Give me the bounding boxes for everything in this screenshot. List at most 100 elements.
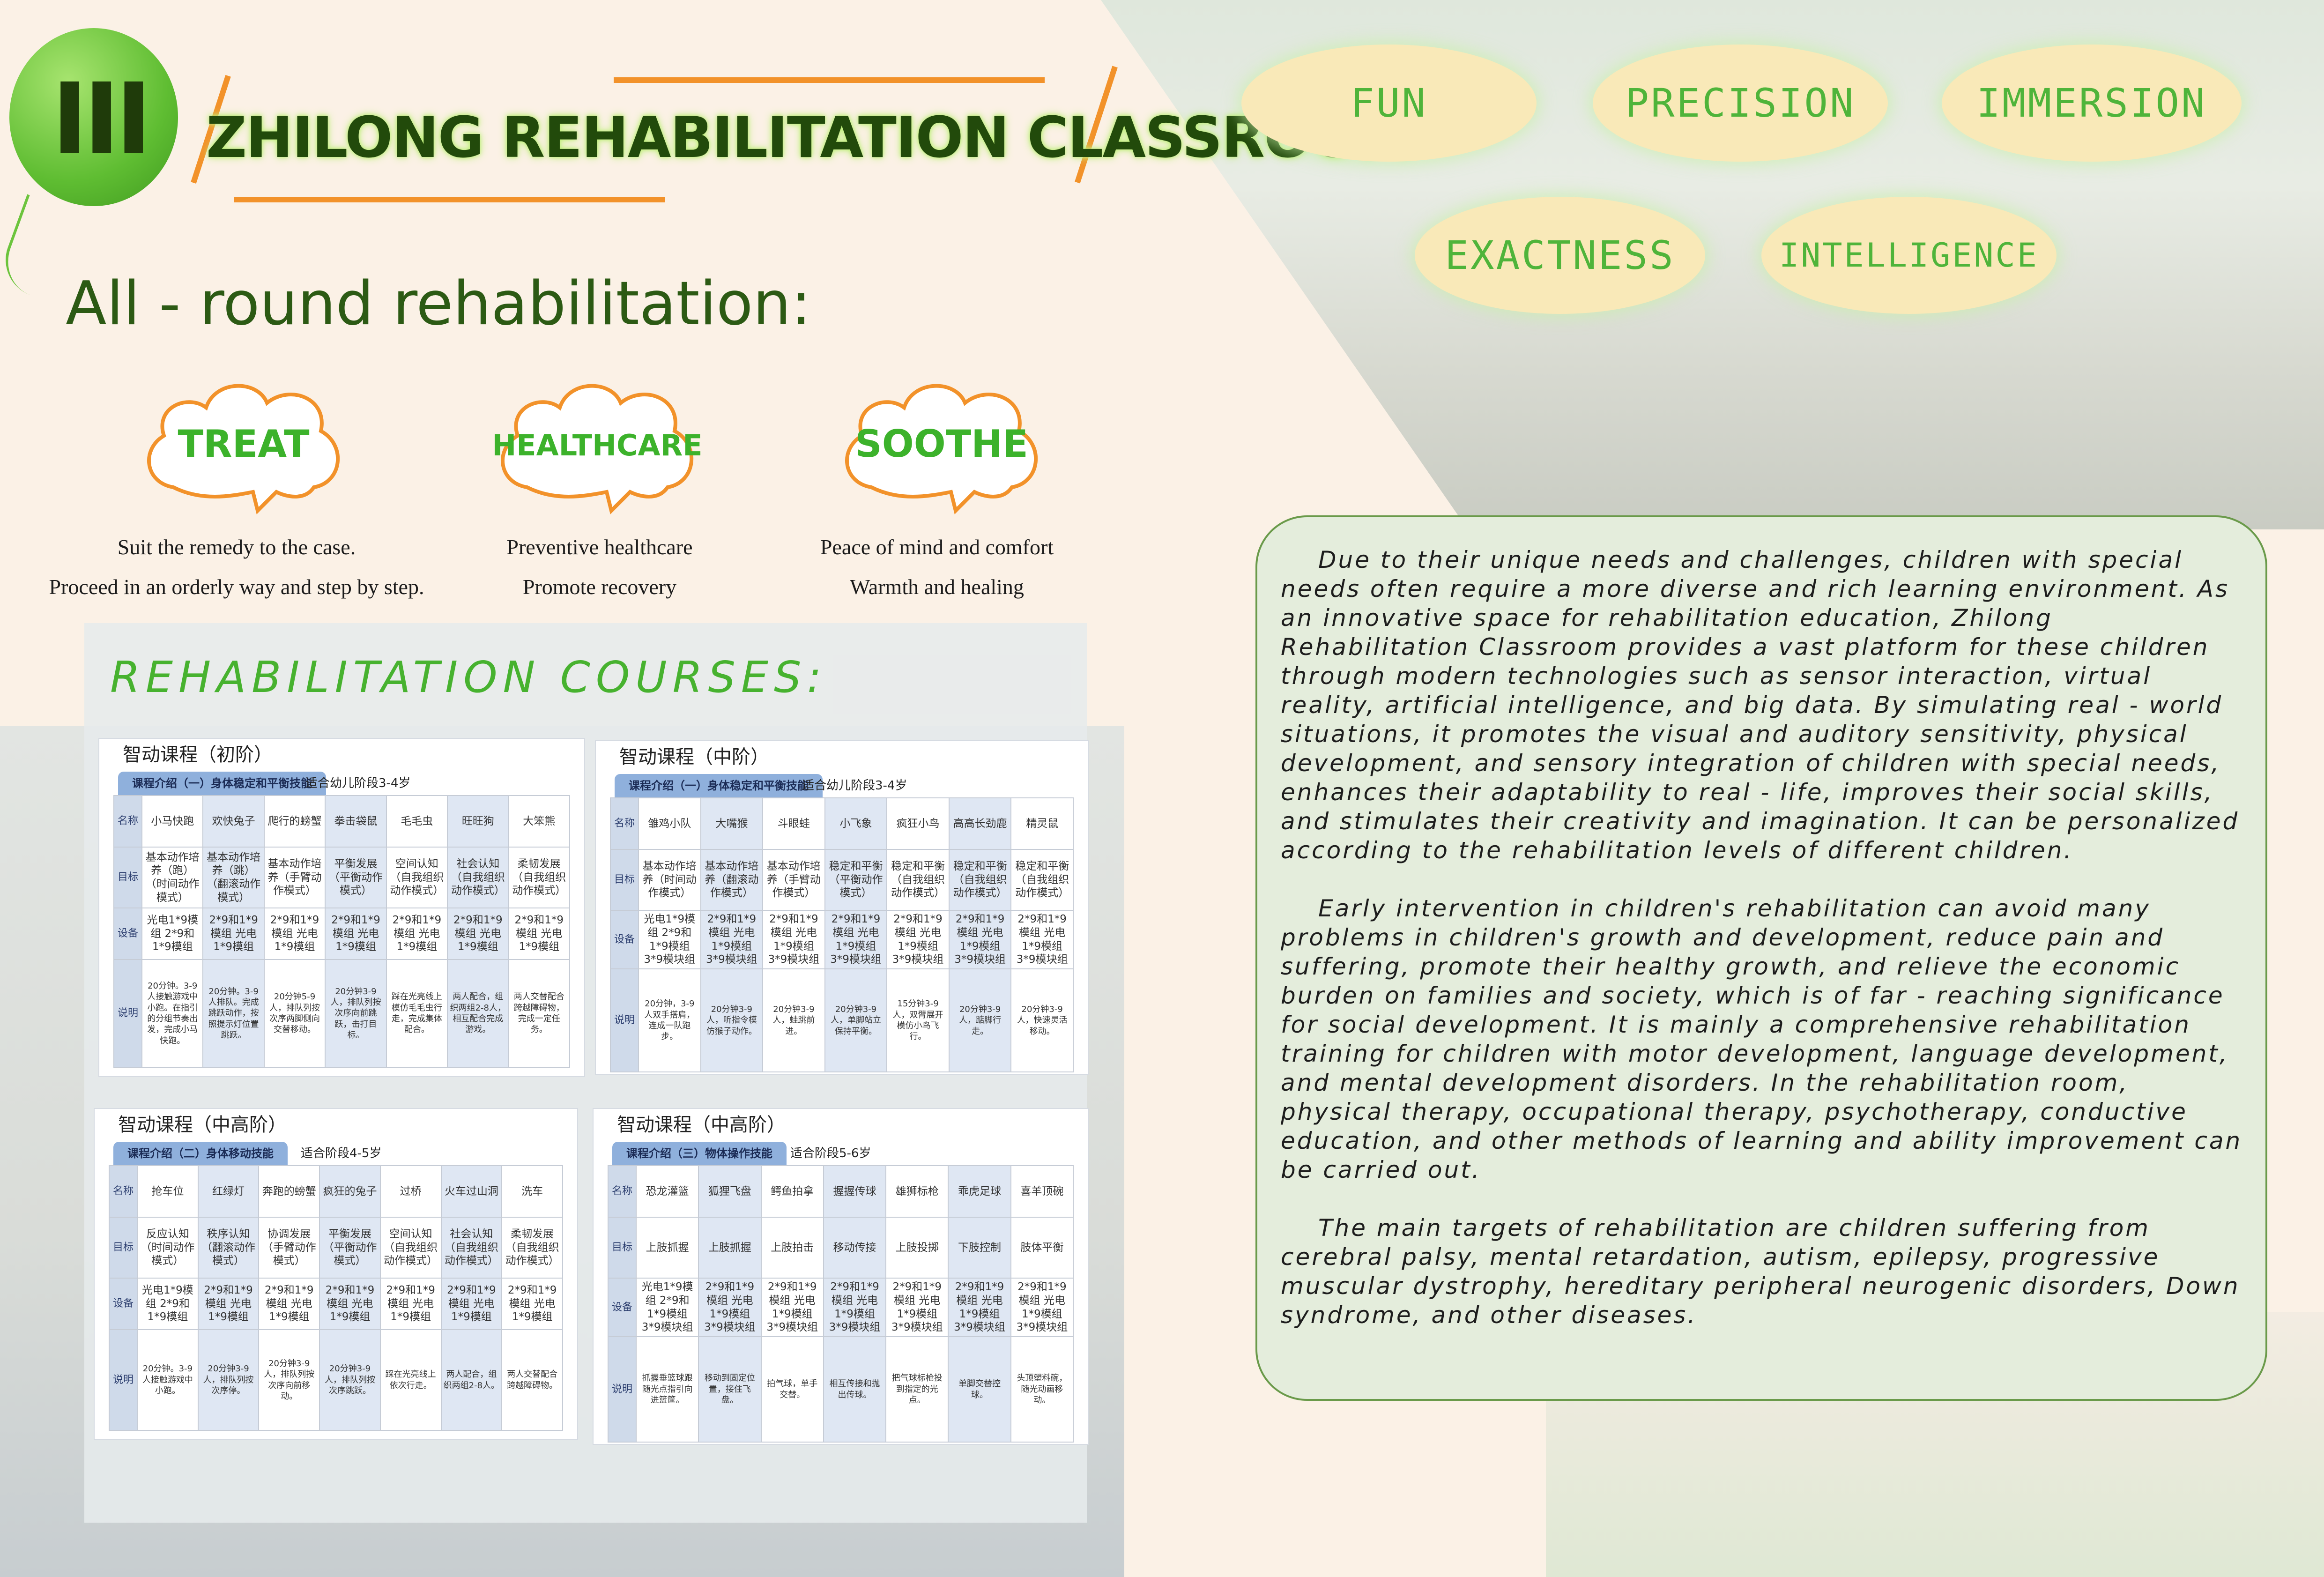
table-cell: 大笨熊 xyxy=(508,795,571,848)
table-cell: 欢快兔子 xyxy=(202,795,265,848)
feature-cloud-healthcare: HEALTHCARE xyxy=(490,370,705,520)
table-cell: 平衡发展（平衡动作模式） xyxy=(325,847,387,908)
table-cell: 2*9和1*9模组 光电1*9模组 xyxy=(386,908,448,960)
row-label: 设备 xyxy=(610,910,639,969)
row-label: 说明 xyxy=(109,1329,138,1431)
keyword-fun: FUN xyxy=(1241,45,1537,162)
feature-caption-treat-2: Proceed in an orderly way and step by st… xyxy=(49,575,424,599)
table-cell: 社会认知（自我组织动作模式） xyxy=(440,1217,503,1279)
table-cell: 毛毛虫 xyxy=(386,795,448,848)
table-cell: 柔韧发展（自我组织动作模式） xyxy=(508,847,571,908)
table-cell: 20分钟3-9人，排队列按次序向前移动。 xyxy=(258,1329,320,1431)
page-subtitle: All - round rehabilitation: xyxy=(66,269,811,339)
table-cell: 协调发展（手臂动作模式） xyxy=(258,1217,320,1279)
table-cell: 2*9和1*9模组 光电1*9模组 xyxy=(440,1278,503,1330)
table-cell: 15分钟3-9人，双臂展开模仿小鸟飞行。 xyxy=(886,968,950,1072)
row-label: 目标 xyxy=(608,1217,637,1279)
row-label: 说明 xyxy=(610,968,639,1072)
table-cell: 基本动作培养（时间动作模式） xyxy=(638,849,701,911)
table-cell: 2*9和1*9模组 光电1*9模组 xyxy=(501,1278,563,1330)
table-row: 名称抢车位红绿灯奔跑的螃蟹疯狂的兔子过桥火车过山洞洗车 xyxy=(109,1165,563,1218)
section-number: III xyxy=(52,62,152,177)
table-cell: 基本动作培养（跳）（翻滚动作模式） xyxy=(202,847,265,908)
row-label: 设备 xyxy=(109,1278,138,1330)
table-cell: 稳定和平衡（自我组织动作模式） xyxy=(1010,849,1074,911)
table-cell: 柔韧发展（自我组织动作模式） xyxy=(501,1217,563,1279)
feature-cloud-soothe: SOOTHE xyxy=(834,370,1049,520)
table-cell: 2*9和1*9模组 光电1*9模组 3*9模块组 xyxy=(948,910,1012,969)
description-paragraph-2: Early intervention in children's rehabil… xyxy=(1281,895,2242,1183)
table-cell: 相互传接和抛出传球。 xyxy=(823,1336,887,1443)
description-paragraph-3: The main targets of rehabilitation are c… xyxy=(1281,1214,2240,1329)
table-cell: 20分钟3-9人，排队列按次序向前跳跃，击打目标。 xyxy=(325,959,387,1068)
table-cell: 2*9和1*9模组 光电1*9模组 3*9模块组 xyxy=(886,910,950,969)
course-card: 智动课程（初阶） 课程介绍（一）身体稳定和平衡技能 适合幼儿阶段3-4岁名称小马… xyxy=(98,738,585,1077)
description-paragraph-1: Due to their unique needs and challenges… xyxy=(1281,546,2240,864)
table-cell: 2*9和1*9模组 光电1*9模组 3*9模块组 xyxy=(760,1278,824,1337)
table-cell: 2*9和1*9模组 光电1*9模组 xyxy=(197,1278,260,1330)
table-cell: 2*9和1*9模组 光电1*9模组 3*9模块组 xyxy=(698,1278,762,1337)
table-cell: 洗车 xyxy=(501,1165,563,1218)
row-label: 名称 xyxy=(113,795,142,848)
table-cell: 红绿灯 xyxy=(197,1165,260,1218)
table-cell: 恐龙灌篮 xyxy=(635,1165,699,1218)
course-card-tag: 课程介绍（三）物体操作技能 xyxy=(612,1142,787,1165)
table-cell: 斗眼蛙 xyxy=(762,797,825,850)
table-cell: 稳定和平衡（平衡动作模式） xyxy=(824,849,888,911)
course-card: 智动课程（中阶） 课程介绍（一）身体稳定和平衡技能 适合幼儿阶段3-4岁名称雏鸡… xyxy=(595,740,1089,1075)
table-cell: 2*9和1*9模组 光电1*9模组 3*9模块组 xyxy=(823,1278,887,1337)
course-card-age: 适合幼儿阶段3-4岁 xyxy=(305,776,411,790)
table-cell: 小马快跑 xyxy=(141,795,204,848)
table-cell: 20分钟。3-9人排队。完成跳跃动作，按照提示灯位置跳跃。 xyxy=(202,959,265,1068)
table-cell: 旺旺狗 xyxy=(447,795,509,848)
table-cell: 下肢控制 xyxy=(948,1217,1011,1279)
table-cell: 移动传接 xyxy=(823,1217,887,1279)
table-cell: 稳定和平衡（自我组织动作模式） xyxy=(948,849,1012,911)
table-cell: 2*9和1*9模组 光电1*9模组 3*9模块组 xyxy=(1010,910,1074,969)
table-cell: 高高长劲鹿 xyxy=(948,797,1012,850)
table-cell: 秩序认知（翻滚动作模式） xyxy=(197,1217,260,1279)
table-cell: 2*9和1*9模组 光电1*9模组 3*9模块组 xyxy=(1010,1278,1074,1337)
table-cell: 20分钟3-9人，蛙跳前进。 xyxy=(762,968,825,1072)
table-cell: 20分钟3-9人，踮脚行走。 xyxy=(948,968,1012,1072)
table-cell: 20分钟5-9人，排队列按次序两脚侧向交替移动。 xyxy=(263,959,326,1068)
table-cell: 空间认知（自我组织动作模式） xyxy=(386,847,448,908)
table-cell: 拍气球，单手交替。 xyxy=(760,1336,824,1443)
row-label: 名称 xyxy=(109,1165,138,1218)
table-cell: 移动到固定位置，接住飞盘。 xyxy=(698,1336,762,1443)
course-card-age: 适合阶段5-6岁 xyxy=(790,1146,871,1160)
feature-label: TREAT xyxy=(178,422,310,466)
cloud-icon xyxy=(147,384,340,514)
table-row: 目标基本动作培养（跑）（时间动作模式）基本动作培养（跳）（翻滚动作模式）基本动作… xyxy=(113,847,571,908)
table-cell: 20分钟3-9人，快速灵活移动。 xyxy=(1010,968,1074,1072)
course-card-title: 智动课程（中高阶） xyxy=(118,1114,287,1136)
keyword-intelligence: INTELLIGENCE xyxy=(1761,197,2057,314)
table-cell: 2*9和1*9模组 光电1*9模组 xyxy=(258,1278,320,1330)
table-cell: 两人交替配合跨越障碍物，完成一定任务。 xyxy=(508,959,571,1068)
table-cell: 反应认知（时间动作模式） xyxy=(137,1217,199,1279)
table-cell: 奔跑的螃蟹 xyxy=(258,1165,320,1218)
table-cell: 上肢抓握 xyxy=(635,1217,699,1279)
table-row: 目标基本动作培养（时间动作模式）基本动作培养（翻滚动作模式）基本动作培养（手臂动… xyxy=(610,849,1074,911)
table-row: 目标上肢抓握上肢抓握上肢拍击移动传接上肢投掷下肢控制肢体平衡 xyxy=(608,1217,1074,1279)
feature-caption-soothe-2: Warmth and healing xyxy=(850,575,1024,599)
feature-caption-healthcare-1: Preventive healthcare xyxy=(506,535,693,559)
course-card-tag: 课程介绍（一）身体稳定和平衡技能 xyxy=(118,772,326,795)
course-card-age: 适合阶段4-5岁 xyxy=(301,1146,382,1160)
table-cell: 2*9和1*9模组 光电1*9模组 xyxy=(202,908,265,960)
table-cell: 小飞象 xyxy=(824,797,888,850)
table-cell: 精灵鼠 xyxy=(1010,797,1074,850)
row-label: 目标 xyxy=(113,847,142,908)
table-cell: 2*9和1*9模组 光电1*9模组 xyxy=(263,908,326,960)
table-cell: 光电1*9模组 2*9和1*9模组 3*9模块组 xyxy=(635,1278,699,1337)
table-cell: 大嘴猴 xyxy=(700,797,764,850)
table-cell: 2*9和1*9模组 光电1*9模组 3*9模块组 xyxy=(762,910,825,969)
table-cell: 疯狂的兔子 xyxy=(319,1165,381,1218)
course-table: 名称抢车位红绿灯奔跑的螃蟹疯狂的兔子过桥火车过山洞洗车目标反应认知（时间动作模式… xyxy=(109,1165,563,1431)
table-cell: 上肢抓握 xyxy=(698,1217,762,1279)
table-cell: 20分钟。3-9人接触游戏中小跑。在指引的分组节奏出发，完成小马快跑。 xyxy=(141,959,204,1068)
